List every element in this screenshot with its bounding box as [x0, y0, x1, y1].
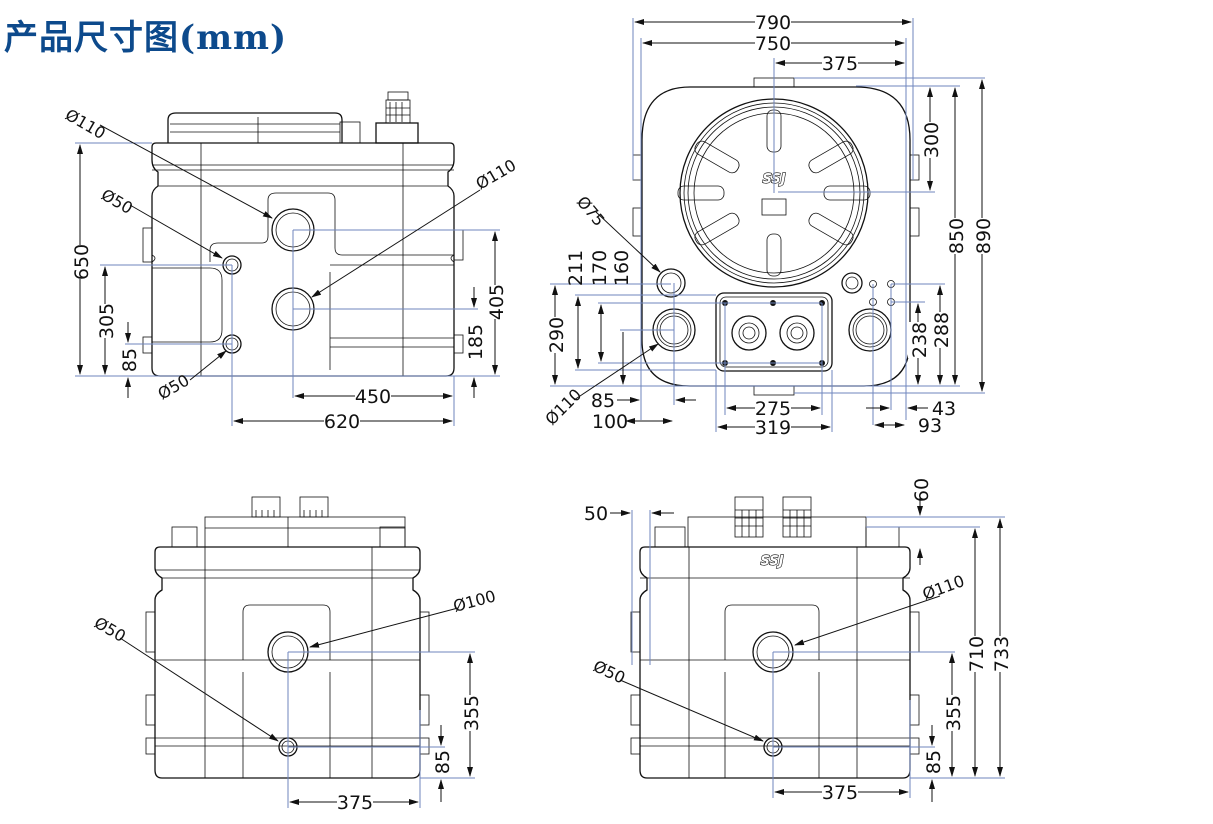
side-view-left: 355 85 375 Ø100 Ø50	[91, 496, 498, 814]
dim-85: 85	[432, 750, 454, 774]
dim-100: 100	[592, 411, 628, 433]
dim-790: 790	[755, 12, 791, 34]
dim-211: 211	[565, 250, 587, 286]
dim-890: 890	[973, 218, 995, 254]
dim-300: 300	[921, 122, 943, 158]
dim-85: 85	[923, 750, 945, 774]
cable-gland	[734, 496, 812, 538]
dim-305: 305	[96, 303, 118, 339]
dim-405: 405	[486, 284, 508, 320]
dim-620: 620	[324, 411, 360, 433]
dim-450: 450	[355, 386, 391, 408]
tank-body	[151, 142, 455, 377]
tank-body	[639, 546, 911, 779]
diameter-inlet: Ø100	[451, 586, 498, 616]
dim-160: 160	[611, 250, 633, 286]
dim-750: 750	[755, 33, 791, 55]
page-title: 产品尺寸图(mm)	[4, 18, 288, 58]
dim-275: 275	[755, 398, 791, 420]
dim-355: 355	[943, 695, 965, 731]
dim-319: 319	[755, 417, 791, 439]
dim-50: 50	[584, 503, 608, 525]
diameter-drain: Ø50	[91, 613, 129, 646]
diameter-right-inlet: Ø110	[473, 155, 520, 193]
diameter-left-upper: Ø50	[98, 185, 136, 218]
tank-body	[154, 546, 421, 779]
dim-355: 355	[461, 695, 483, 731]
vent-pipe	[375, 122, 419, 144]
side-view-right: SSJ 50	[584, 478, 1013, 804]
diameter-inlet: Ø110	[920, 571, 967, 604]
brand-logo-side: SSJ	[760, 554, 783, 569]
dim-93: 93	[918, 415, 942, 437]
pump-plate	[715, 292, 833, 372]
diameter-top-inlet: Ø110	[541, 385, 585, 429]
dim-185: 185	[465, 324, 487, 360]
dim-850: 850	[946, 218, 968, 254]
dim-375: 375	[337, 792, 373, 814]
tank-lid	[167, 112, 343, 143]
dim-375-top: 375	[822, 53, 858, 75]
diameter-drain: Ø50	[590, 656, 628, 687]
diameter-vent: Ø75	[573, 192, 609, 229]
diameter-top-inlet: Ø110	[62, 105, 109, 143]
dim-43: 43	[932, 398, 956, 420]
dim-375: 375	[822, 782, 858, 804]
dim-290: 290	[546, 317, 568, 353]
dim-60: 60	[911, 478, 933, 502]
dim-85-top: 85	[591, 390, 615, 412]
dim-238: 238	[909, 322, 931, 358]
dim-85: 85	[119, 348, 141, 372]
dim-733: 733	[991, 636, 1013, 672]
dim-710: 710	[966, 636, 988, 672]
dim-170: 170	[589, 250, 611, 286]
top-view: SSJ	[541, 12, 995, 439]
cable-gland	[251, 496, 329, 518]
dim-height-650: 650	[71, 244, 93, 280]
front-view: 650 305 85 405 185 450 620 Ø110 Ø50 Ø110…	[62, 91, 520, 433]
dim-288: 288	[931, 312, 953, 348]
